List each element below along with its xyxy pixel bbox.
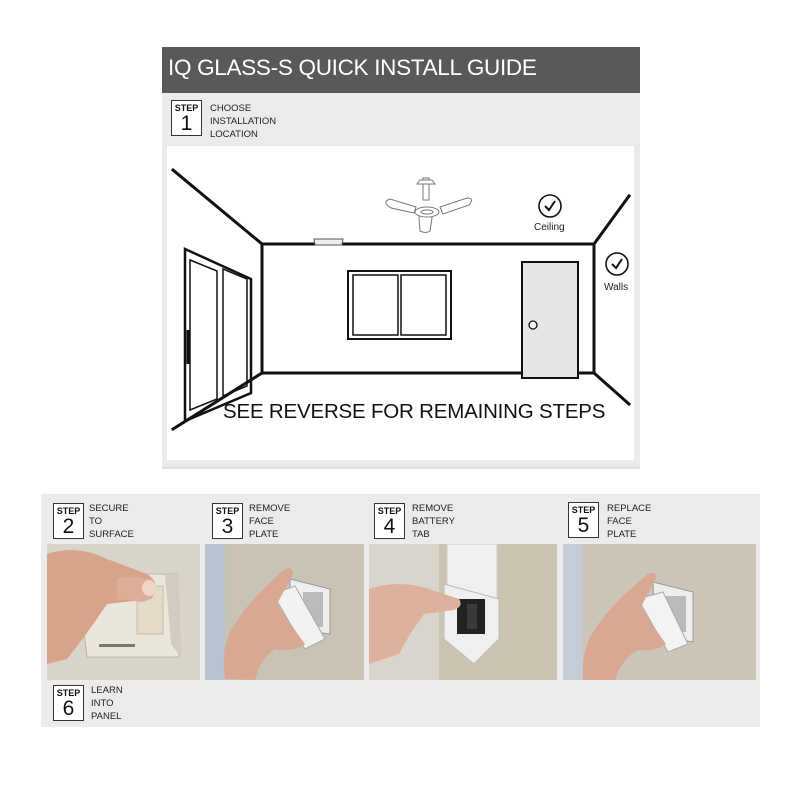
step-6-badge: STEP 6 — [53, 685, 84, 721]
walls-check-icon — [605, 252, 629, 276]
walls-label: Walls — [604, 282, 629, 293]
steps-2-6-panel: STEP 2 SECURE TO SURFACE STEP 3 REMOVE F… — [41, 494, 760, 727]
step-1-badge: STEP 1 — [171, 100, 202, 136]
step-3-badge: STEP 3 — [212, 503, 243, 539]
ceiling-label: Ceiling — [534, 222, 565, 233]
step-4-badge: STEP 4 — [374, 503, 405, 539]
room-drawing — [170, 167, 632, 432]
step-number: 1 — [180, 112, 193, 135]
step-4-text: REMOVE BATTERY TAB — [412, 503, 455, 540]
step-1-text: CHOOSE INSTALLATION LOCATION — [210, 103, 277, 140]
step-4-photo — [369, 544, 557, 680]
step-3-text: REMOVE FACE PLATE — [249, 503, 291, 540]
step-6-text: LEARN INTO PANEL — [91, 685, 123, 722]
step-2-badge: STEP 2 — [53, 503, 84, 539]
guide-title: IQ GLASS-S QUICK INSTALL GUIDE — [168, 55, 537, 80]
step-2-photo — [47, 544, 200, 680]
guide-header: IQ GLASS-S QUICK INSTALL GUIDE — [162, 47, 640, 93]
step-word: STEP — [174, 103, 199, 113]
room-illustration: Ceiling Walls SEE REVERSE FOR REMAINING … — [167, 146, 634, 460]
step-5-photo — [563, 544, 756, 680]
see-reverse-text: SEE REVERSE FOR REMAINING STEPS — [223, 400, 606, 423]
ceiling-check-icon — [538, 194, 562, 218]
step-2-text: SECURE TO SURFACE — [89, 503, 134, 540]
step-5-badge: STEP 5 — [568, 502, 599, 538]
step-1-panel: IQ GLASS-S QUICK INSTALL GUIDE STEP 1 CH… — [162, 47, 640, 469]
step-5-text: REPLACE FACE PLATE — [607, 503, 652, 540]
step-3-photo — [205, 544, 364, 680]
